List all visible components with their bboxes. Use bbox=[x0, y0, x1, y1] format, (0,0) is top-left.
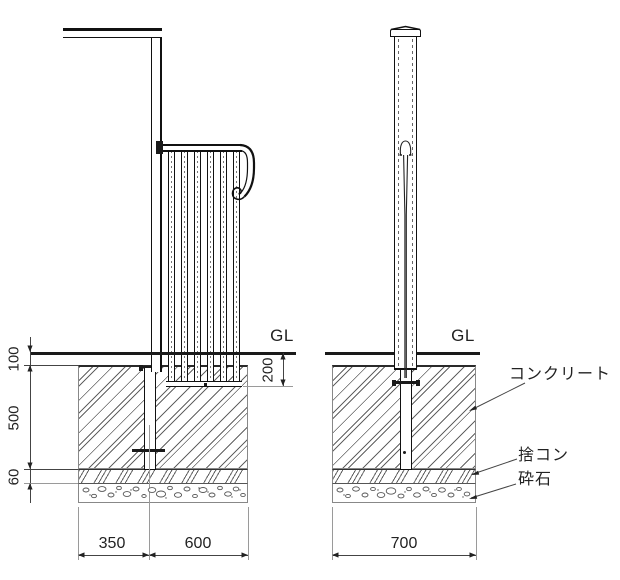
fence-bar bbox=[207, 151, 214, 385]
fence-bar bbox=[233, 151, 240, 385]
crushed-stone-layer-side bbox=[332, 483, 476, 503]
ext-line bbox=[24, 483, 78, 484]
gl-label-side: GL bbox=[451, 326, 475, 345]
dim-line-depth bbox=[30, 337, 31, 503]
crushed-stone-layer-front bbox=[78, 483, 248, 503]
anchor-crossbar bbox=[132, 449, 165, 452]
gate-post-front bbox=[151, 31, 162, 372]
gate-post-side bbox=[394, 37, 417, 370]
label-concrete: コンクリート bbox=[509, 366, 612, 383]
dim-line-width-side bbox=[332, 555, 476, 556]
bottom-rail-pin bbox=[204, 383, 207, 386]
rail-post-bracket bbox=[156, 141, 163, 154]
ext-line bbox=[332, 507, 333, 560]
post-centerline bbox=[149, 425, 150, 560]
dim-60: 60 bbox=[5, 468, 23, 486]
dim-100: 100 bbox=[5, 346, 23, 372]
lean-concrete-layer-front bbox=[78, 469, 248, 483]
label-crushed-stone: 砕石 bbox=[518, 471, 553, 488]
gl-label-front: GL bbox=[270, 326, 294, 345]
dim-500: 500 bbox=[5, 405, 23, 431]
fence-bar bbox=[220, 151, 227, 385]
fence-bar bbox=[181, 151, 188, 385]
dim-600: 600 bbox=[184, 535, 212, 552]
label-lean-concrete: 捨コン bbox=[518, 447, 570, 464]
leader-lines bbox=[470, 382, 526, 499]
flange-nut-left bbox=[139, 365, 143, 371]
fence-bar bbox=[194, 151, 201, 385]
post-inner-line bbox=[398, 39, 399, 368]
ext-line bbox=[476, 507, 477, 560]
ext-line bbox=[78, 507, 79, 560]
flange-nut-right bbox=[416, 380, 420, 386]
ext-line bbox=[243, 386, 293, 387]
top-rail bbox=[63, 28, 162, 38]
dim-200: 200 bbox=[259, 357, 277, 383]
post-cap bbox=[390, 29, 421, 37]
dim-700: 700 bbox=[390, 535, 418, 552]
dim-350: 350 bbox=[98, 535, 126, 552]
buried-post-core-front bbox=[144, 367, 156, 470]
flange-nut-left bbox=[392, 380, 396, 386]
lean-concrete-layer-side bbox=[332, 469, 476, 483]
ext-line bbox=[24, 365, 78, 366]
dim-line-embed bbox=[283, 353, 284, 386]
ground-line-front bbox=[30, 352, 296, 355]
post-inner-line bbox=[412, 39, 413, 368]
base-flange-side bbox=[393, 381, 419, 384]
buried-post-core-side bbox=[400, 370, 412, 470]
fence-panel-top-rail bbox=[162, 144, 242, 152]
fence-bar bbox=[168, 151, 175, 385]
dim-line-width-front bbox=[78, 555, 248, 556]
anchor-dot bbox=[403, 451, 406, 454]
base-flange-front bbox=[139, 366, 161, 368]
ext-line bbox=[24, 469, 78, 470]
ext-line bbox=[248, 507, 249, 560]
